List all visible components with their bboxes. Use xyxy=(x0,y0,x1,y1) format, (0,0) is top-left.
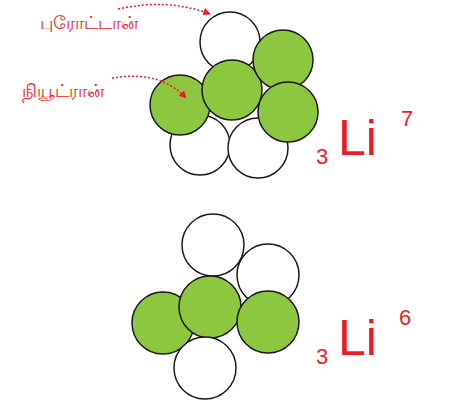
neutron xyxy=(258,82,318,142)
leader-line xyxy=(112,76,186,98)
neutron xyxy=(202,60,262,120)
neutron xyxy=(150,75,210,135)
mass-number: 7 xyxy=(401,108,413,130)
particle-label: புரோட்டான் xyxy=(40,14,138,32)
neutron xyxy=(253,30,313,90)
proton xyxy=(182,214,244,276)
li6-nucleus xyxy=(132,214,299,399)
neutron xyxy=(179,276,241,338)
proton xyxy=(174,337,236,399)
particle-label: நியூட்ரான் xyxy=(22,82,104,100)
neutron xyxy=(237,291,299,353)
li7-nucleus xyxy=(150,12,318,178)
mass-number: 6 xyxy=(399,307,411,329)
element-symbol: Li xyxy=(338,113,377,163)
leader-line xyxy=(118,5,210,14)
element-symbol: Li xyxy=(338,313,377,363)
atomic-number: 3 xyxy=(316,146,328,168)
atomic-number: 3 xyxy=(316,346,328,368)
